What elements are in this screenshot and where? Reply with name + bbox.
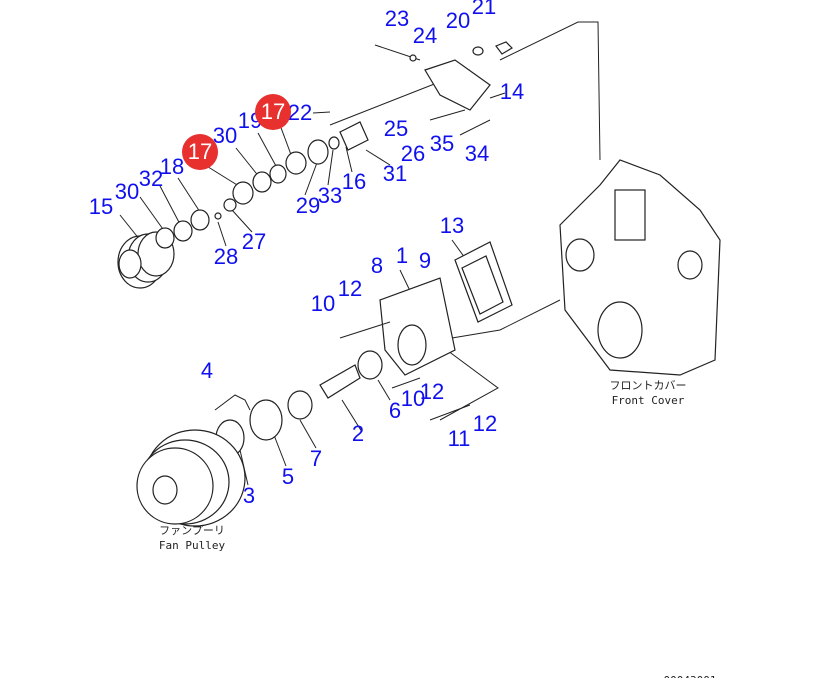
part-number-label: 33 — [318, 183, 342, 208]
highlight-label: 17 — [261, 99, 285, 124]
highlight-badge: 17 — [255, 94, 291, 130]
part-number-label: 30 — [115, 179, 139, 204]
figure-number: 00043001 — [664, 674, 717, 678]
part-number-label: 16 — [342, 169, 366, 194]
part-number-label: 13 — [440, 213, 464, 238]
part-number-label: 2 — [352, 421, 364, 446]
pulley-parts — [117, 41, 513, 289]
part-number-label: 6 — [389, 398, 401, 423]
part-number-label: 1 — [396, 243, 408, 268]
front-cover-caption-jp: フロントカバー — [610, 379, 687, 392]
part-number-label: 22 — [288, 100, 312, 125]
fan-pulley-caption-en: Fan Pulley — [159, 539, 226, 552]
highlight-badge: 17 — [182, 134, 218, 170]
part-number-label: 35 — [430, 131, 454, 156]
part-number-label: 21 — [472, 0, 496, 19]
part-number-label: 30 — [213, 123, 237, 148]
part-number-label: 32 — [139, 166, 163, 191]
part-number-label: 26 — [401, 141, 425, 166]
part-number-label: 31 — [383, 161, 407, 186]
part-number-label: 29 — [296, 193, 320, 218]
part-number-label: 12 — [420, 379, 444, 404]
fan-pulley-caption-jp: ファンプーリ — [159, 524, 225, 537]
housing-parts — [215, 159, 721, 457]
part-number-label: 10 — [311, 291, 335, 316]
part-number-label: 11 — [448, 426, 471, 451]
part-number-label: 34 — [465, 141, 489, 166]
leader-lines — [119, 21, 601, 486]
part-number-label: 7 — [310, 446, 322, 471]
part-number-label: 3 — [243, 483, 255, 508]
part-number-label: 25 — [384, 116, 408, 141]
part-number-label: 8 — [371, 253, 383, 278]
part-number-label: 20 — [446, 8, 470, 33]
highlight-circle — [182, 134, 218, 170]
part-number-label: 14 — [500, 79, 524, 104]
part-number-label: 15 — [89, 194, 113, 219]
part-number-label: 12 — [338, 276, 362, 301]
part-number-label: 12 — [473, 411, 497, 436]
part-number-label: 28 — [214, 244, 238, 269]
highlight-label: 17 — [188, 139, 212, 164]
part-number-label: 10 — [401, 386, 425, 411]
part-number-label: 23 — [385, 6, 409, 31]
fan-pulley-drawing — [136, 429, 246, 527]
front-cover-caption-en: Front Cover — [612, 394, 685, 407]
part-number-label: 18 — [160, 154, 184, 179]
part-number-label: 5 — [282, 464, 294, 489]
part-number-label: 27 — [242, 229, 266, 254]
highlight-circle — [255, 94, 291, 130]
part-number-label: 24 — [413, 23, 437, 48]
part-number-label: 4 — [201, 358, 213, 383]
part-number-label: 9 — [419, 248, 431, 273]
